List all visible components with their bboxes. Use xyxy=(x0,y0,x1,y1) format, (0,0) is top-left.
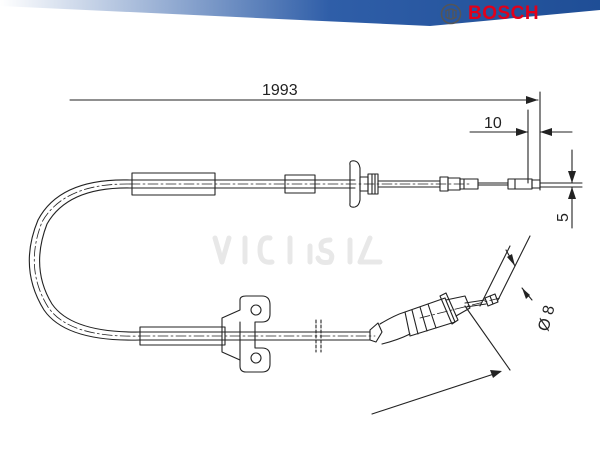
watermark xyxy=(212,235,383,265)
dim-lower-reference xyxy=(371,305,511,415)
dim-end-offset-label: 5 xyxy=(555,213,572,222)
dim-end-fitting-length-label: 10 xyxy=(484,115,502,132)
brand-logo: BOSCH xyxy=(440,1,600,27)
mounting-bracket xyxy=(221,295,271,373)
dim-end-offset: 5 xyxy=(539,149,583,229)
lower-end-nipple xyxy=(484,293,499,307)
sleeve-lower-left xyxy=(139,326,226,346)
sleeve-upper-middle xyxy=(284,174,316,194)
dim-diameter-label: Ø 8 xyxy=(535,304,558,333)
bracket-hole-upper xyxy=(250,304,262,316)
sleeve-upper-left xyxy=(131,172,216,196)
lower-end-fitting xyxy=(369,292,501,345)
dim-overall-length-label: 1993 xyxy=(262,82,298,99)
bracket-hole-lower xyxy=(250,352,262,364)
lower-cable xyxy=(139,295,376,373)
collar xyxy=(367,173,379,195)
brand-name: BOSCH xyxy=(468,3,540,24)
dim-end-fitting-length: 10 xyxy=(469,109,573,184)
conduit-end-cap xyxy=(404,297,456,337)
grommet-flange xyxy=(349,160,361,208)
dim-diameter: Ø 8 xyxy=(479,235,559,333)
upper-cable xyxy=(129,160,541,208)
bosch-armature-icon xyxy=(440,3,462,25)
dim-overall-length: 1993 xyxy=(69,82,541,191)
cable-bend xyxy=(28,179,141,341)
crimp-sleeve xyxy=(369,322,383,343)
